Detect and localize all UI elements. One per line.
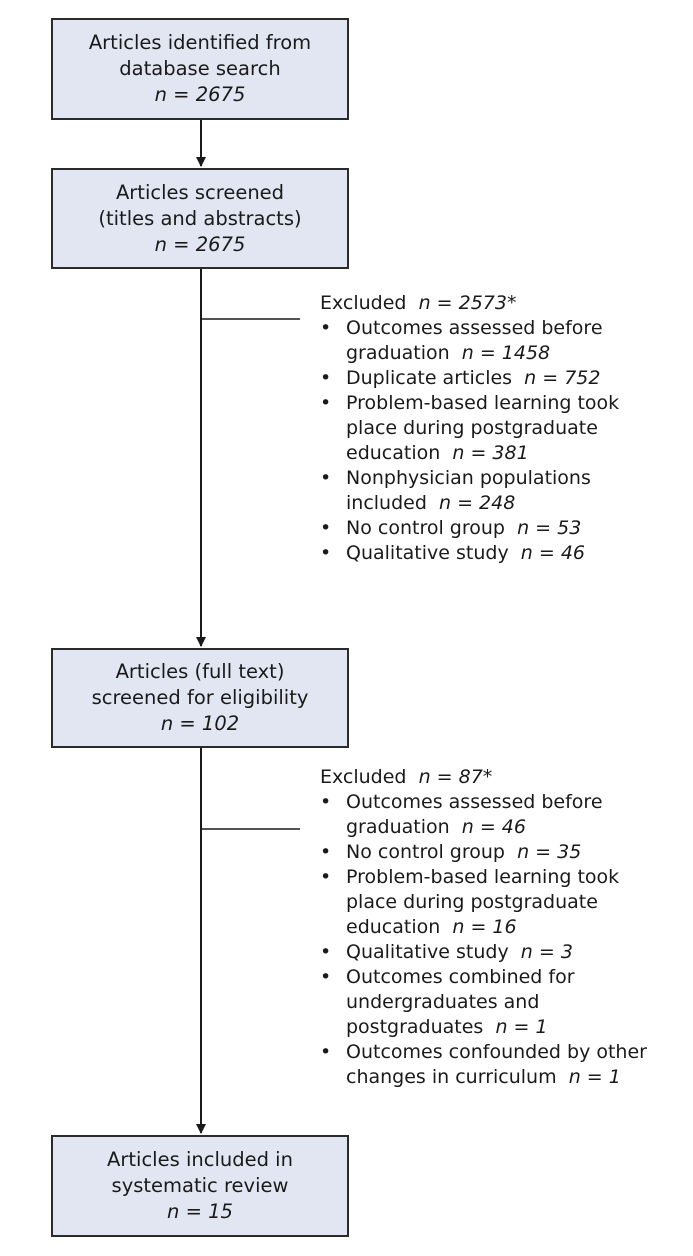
exclusion-2-reason: Problem-based learning took place during… xyxy=(320,865,646,940)
exclusion-1-label: Excluded xyxy=(320,292,407,314)
reason-count: n = 1458 xyxy=(461,342,551,364)
exclusion-1-reasons: Outcomes assessed before graduation n = … xyxy=(320,316,680,566)
box-included-line1: Articles included in xyxy=(107,1148,293,1171)
box-fulltext-count: n = 102 xyxy=(160,712,240,735)
exclusion-2-reason: Outcomes combined for undergraduates and… xyxy=(320,965,601,1040)
reason-count: n = 46 xyxy=(520,542,585,564)
box-fulltext-line1: Articles (full text) xyxy=(115,660,285,683)
exclusion-2-reasons: Outcomes assessed before graduation n = … xyxy=(320,790,680,1090)
exclusion-2-reason: Outcomes assessed before graduation n = … xyxy=(320,790,606,840)
box-screened-line1: Articles screened xyxy=(115,180,285,204)
exclusion-1-reason: Duplicate articles n = 752 xyxy=(320,366,646,391)
reason-text: Problem-based learning took place during… xyxy=(346,866,620,938)
box-identified-line1: Articles identified from xyxy=(88,31,312,54)
reason-count: n = 248 xyxy=(439,492,516,514)
exclusion-2-label: Excluded xyxy=(320,766,407,788)
reason-count: n = 46 xyxy=(461,816,526,838)
exclusion-2-heading: Excluded n = 87* xyxy=(320,765,680,790)
exclusion-2-count: n = 87* xyxy=(418,766,493,788)
reason-count: n = 381 xyxy=(452,442,529,464)
reason-text: Problem-based learning took place during… xyxy=(346,392,620,464)
box-identified-line2: database search xyxy=(119,57,281,80)
reason-text: Outcomes assessed before graduation xyxy=(346,791,603,838)
box-identified: Articles identified from database search… xyxy=(51,18,349,120)
reason-text: No control group xyxy=(346,841,505,863)
exclusion-2-reason: Qualitative study n = 3 xyxy=(320,940,646,965)
exclusion-1-reason: No control group n = 53 xyxy=(320,516,646,541)
box-included-line2: systematic review xyxy=(111,1174,289,1197)
exclusion-2: Excluded n = 87* Outcomes assessed befor… xyxy=(320,765,680,1090)
exclusion-2-reason: No control group n = 35 xyxy=(320,840,646,865)
box-included-count: n = 15 xyxy=(167,1200,233,1223)
reason-count: n = 1 xyxy=(495,1016,548,1038)
exclusion-1-reason: Nonphysician populations included n = 24… xyxy=(320,466,616,516)
box-screened-line2: (titles and abstracts) xyxy=(98,206,302,230)
exclusion-1-reason: Qualitative study n = 46 xyxy=(320,541,646,566)
reason-text: Outcomes combined for undergraduates and… xyxy=(346,966,575,1038)
reason-count: n = 53 xyxy=(517,517,582,539)
reason-text: Nonphysician populations included xyxy=(346,467,591,514)
exclusion-1-heading: Excluded n = 2573* xyxy=(320,291,680,316)
reason-count: n = 16 xyxy=(452,916,517,938)
box-screened-count: n = 2675 xyxy=(154,232,246,256)
reason-count: n = 1 xyxy=(568,1066,621,1088)
box-screened: Articles screened (titles and abstracts)… xyxy=(51,168,349,269)
reason-text: No control group xyxy=(346,517,505,539)
exclusion-1: Excluded n = 2573* Outcomes assessed bef… xyxy=(320,291,680,566)
exclusion-2-reason: Outcomes confounded by other changes in … xyxy=(320,1040,686,1090)
box-included: Articles included in systematic review n… xyxy=(51,1135,349,1237)
box-fulltext-line2: screened for eligibility xyxy=(91,686,309,709)
reason-count: n = 35 xyxy=(517,841,582,863)
exclusion-1-reason: Problem-based learning took place during… xyxy=(320,391,646,466)
exclusion-1-count: n = 2573* xyxy=(418,292,517,314)
reason-text: Duplicate articles xyxy=(346,367,513,389)
reason-text: Qualitative study xyxy=(346,542,509,564)
reason-count: n = 3 xyxy=(520,941,573,963)
reason-text: Outcomes confounded by other changes in … xyxy=(346,1041,647,1088)
box-identified-count: n = 2675 xyxy=(154,83,246,106)
reason-text: Outcomes assessed before graduation xyxy=(346,317,603,364)
reason-text: Qualitative study xyxy=(346,941,509,963)
exclusion-1-reason: Outcomes assessed before graduation n = … xyxy=(320,316,606,366)
reason-count: n = 752 xyxy=(524,367,601,389)
box-fulltext: Articles (full text) screened for eligib… xyxy=(51,648,349,748)
